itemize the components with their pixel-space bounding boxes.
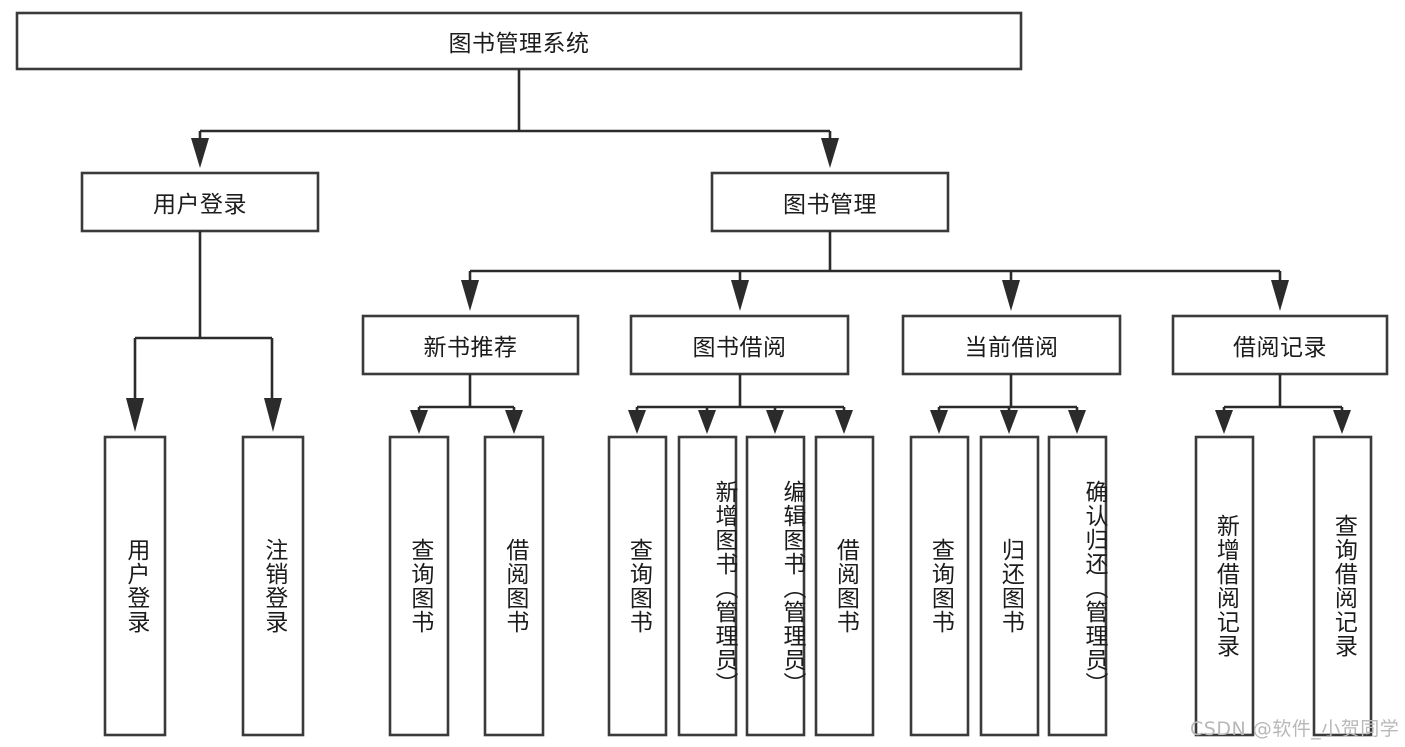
arrowhead-leaf-query-book-2: [628, 410, 646, 434]
node-box-leaf-return-book[interactable]: [979, 435, 1040, 737]
arrowhead-leaf-logout: [264, 398, 282, 432]
arrowhead-leaf-return-book: [1000, 410, 1018, 434]
node-box-leaf-logout[interactable]: [241, 435, 305, 737]
arrowhead-new-book-rec: [461, 280, 479, 311]
arrowhead-leaf-confirm-return: [1068, 410, 1086, 434]
arrowhead-leaf-borrow-book-1: [505, 410, 523, 434]
arrowhead-leaf-add-record: [1215, 410, 1233, 434]
node-box-leaf-add-book[interactable]: [677, 435, 738, 737]
arrowhead-leaf-query-book-1: [410, 410, 428, 434]
node-box-book-borrow[interactable]: [629, 314, 850, 376]
arrowhead-current-borrow: [1002, 280, 1020, 311]
watermark-text: CSDN @软件_小贺同学: [1190, 718, 1400, 740]
node-box-leaf-query-book-3[interactable]: [909, 435, 970, 737]
arrowhead-leaf-edit-book: [766, 410, 784, 434]
node-box-leaf-query-record[interactable]: [1312, 435, 1373, 737]
node-box-leaf-borrow-book-2[interactable]: [814, 435, 875, 737]
node-box-leaf-edit-book[interactable]: [745, 435, 806, 737]
node-box-user-login[interactable]: [80, 171, 320, 233]
node-box-leaf-user-login[interactable]: [103, 435, 167, 737]
arrowhead-borrow-record: [1271, 280, 1289, 311]
node-box-current-borrow[interactable]: [901, 314, 1122, 376]
arrowhead-leaf-query-record: [1333, 410, 1351, 434]
arrowhead-book-borrow: [731, 280, 749, 311]
arrowhead-leaf-user-login: [126, 398, 144, 432]
arrowhead-leaf-borrow-book-2: [835, 410, 853, 434]
node-box-leaf-confirm-return[interactable]: [1047, 435, 1108, 737]
arrowhead-leaf-query-book-3: [930, 410, 948, 434]
arrowhead-leaf-add-book: [698, 410, 716, 434]
node-box-new-book-rec[interactable]: [361, 314, 580, 376]
node-box-leaf-borrow-book-1[interactable]: [483, 435, 545, 737]
node-box-leaf-query-book-2[interactable]: [607, 435, 668, 737]
node-box-root[interactable]: [15, 11, 1023, 71]
arrowhead-user-login: [191, 138, 209, 168]
node-box-leaf-query-book-1[interactable]: [388, 435, 450, 737]
node-box-book-manage[interactable]: [710, 171, 950, 233]
node-box-borrow-record[interactable]: [1171, 314, 1389, 376]
arrowhead-book-manage: [821, 138, 839, 168]
node-box-leaf-add-record[interactable]: [1194, 435, 1255, 737]
